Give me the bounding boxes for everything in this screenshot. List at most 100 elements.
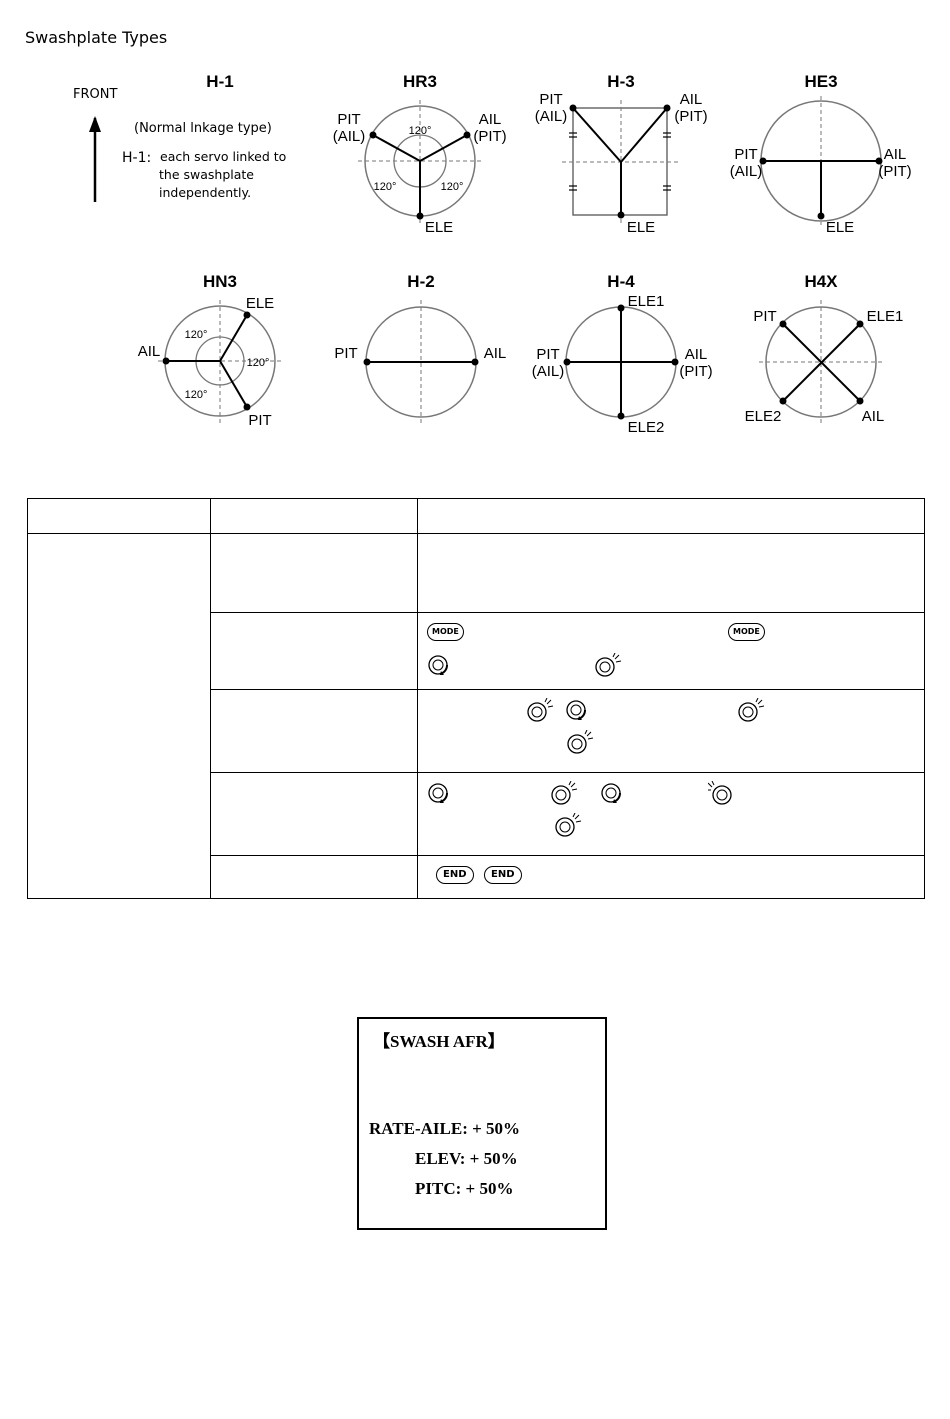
hr3-ail: AIL [479, 111, 502, 128]
hr3-angle-left: 120° [374, 181, 397, 193]
dial-press-icon [708, 781, 732, 805]
diagram-hr3: HR3 PIT (AIL) AIL (PIT) ELE 120° 120° 12… [333, 72, 507, 236]
hn3-ail: AIL [138, 343, 161, 360]
h3-title: H-3 [607, 72, 634, 91]
table-cell-operation [417, 772, 925, 856]
h1-desc-1: each servo linked to [160, 149, 286, 164]
h1-front-label: FRONT [73, 87, 117, 102]
dial-press-icon [738, 698, 765, 722]
diagram-he3: HE3 PIT (AIL) AIL (PIT) ELE [730, 72, 912, 236]
diagram-h2: H-2 PIT AIL [334, 272, 506, 425]
end-button-icon: END [484, 866, 522, 884]
table-cell-operation [417, 689, 925, 773]
h3-pit-sub: (AIL) [535, 108, 568, 125]
dial-turn-icon [428, 655, 449, 675]
front-arrow-head [89, 116, 101, 132]
table-row [28, 689, 925, 773]
h1-desc-3: independently. [159, 185, 251, 200]
diagram-h1: H-1 FRONT (Normal lnkage type) H-1: each… [73, 72, 286, 202]
table-header-cell [27, 498, 211, 534]
h2-pit: PIT [334, 345, 357, 362]
dial-turn-icon [428, 783, 449, 803]
h2-title: H-2 [407, 272, 434, 291]
mode-button-icon: MODE [728, 623, 765, 641]
dial-press-icon [551, 781, 578, 805]
h4-ele2: ELE2 [628, 419, 665, 436]
hr3-angle-top: 120° [409, 125, 432, 137]
table-header-row [27, 498, 925, 534]
hn3-pit: PIT [248, 412, 271, 429]
hn3-ele: ELE [246, 295, 274, 312]
h4x-ele1: ELE1 [867, 308, 904, 325]
hr3-pit: PIT [337, 111, 360, 128]
h4-ail: AIL [685, 346, 708, 363]
dial-press-icon [527, 698, 554, 722]
he3-title: HE3 [804, 72, 837, 91]
hr3-ele: ELE [425, 219, 453, 236]
h3-ail-sub: (PIT) [674, 108, 707, 125]
lcd-elev: ELEV: + 50% [415, 1149, 518, 1168]
dial-press-icon [567, 730, 594, 754]
h1-title: H-1 [206, 72, 233, 91]
diagram-h4: H-4 ELE1 ELE2 PIT (AIL) AIL (PIT) [532, 272, 713, 436]
h4-pit: PIT [536, 346, 559, 363]
he3-pit-sub: (AIL) [730, 163, 763, 180]
lcd-rate-aile: RATE-AILE: + 50% [369, 1119, 521, 1138]
page-heading: Swashplate Types [25, 28, 168, 47]
table-row [27, 533, 925, 899]
hn3-title: HN3 [203, 272, 237, 291]
table-cell-operation: END END [417, 855, 925, 899]
h4x-title: H4X [804, 272, 838, 291]
hr3-pit-sub: (AIL) [333, 128, 366, 145]
table-cell-step [210, 533, 418, 613]
he3-ail: AIL [884, 146, 907, 163]
mode-button-icon: MODE [427, 623, 464, 641]
table-header-cell [210, 498, 418, 534]
hn3-angle-bottom: 120° [185, 389, 208, 401]
table-cell-step [210, 612, 418, 690]
lcd-title: 【SWASH AFR】 [373, 1032, 505, 1051]
hr3-title: HR3 [403, 72, 437, 91]
table-cell-function [27, 533, 211, 899]
lcd-screen: 【SWASH AFR】 RATE-AILE: + 50% ELEV: + 50%… [357, 1017, 607, 1230]
h4-ele1: ELE1 [628, 293, 665, 310]
table-row [28, 772, 925, 856]
he3-ail-sub: (PIT) [878, 163, 911, 180]
h1-note: (Normal lnkage type) [134, 121, 272, 136]
table-header-cell [417, 498, 925, 534]
table-cell-step [210, 855, 418, 899]
h1-desc-key: H-1: [122, 150, 151, 166]
he3-ele: ELE [826, 219, 854, 236]
diagram-hn3: HN3 ELE AIL PIT 120° 120° 120° [138, 272, 284, 429]
table-cell-step [210, 772, 418, 856]
diagram-h3: H-3 PIT (AIL) AIL (PIT) ELE [535, 72, 708, 236]
end-button-icon: END [436, 866, 474, 884]
table-cell-operation: MODE MODE [417, 612, 925, 690]
he3-pit: PIT [734, 146, 757, 163]
h4x-pit: PIT [753, 308, 776, 325]
swashplate-diagrams: H-1 FRONT (Normal lnkage type) H-1: each… [73, 72, 912, 436]
h4-title: H-4 [607, 272, 635, 291]
hn3-angle-top: 120° [185, 329, 208, 341]
table-cell-operation [417, 533, 925, 613]
h3-ele: ELE [627, 219, 655, 236]
h4-pit-sub: (AIL) [532, 363, 565, 380]
h2-ail: AIL [484, 345, 507, 362]
hr3-ail-sub: (PIT) [473, 128, 506, 145]
h1-desc-2: the swashplate [159, 167, 254, 182]
dial-turn-icon [601, 783, 622, 803]
lcd-pitc: PITC: + 50% [415, 1179, 514, 1198]
table-row: END END [28, 855, 925, 899]
hr3-angle-right: 120° [441, 181, 464, 193]
h4x-ele2: ELE2 [745, 408, 782, 425]
h3-ail: AIL [680, 91, 703, 108]
h3-pit: PIT [539, 91, 562, 108]
table-cell-step [210, 689, 418, 773]
dial-turn-icon [566, 700, 587, 720]
diagram-h4x: H4X PIT ELE1 ELE2 AIL [745, 272, 904, 425]
h4x-ail: AIL [862, 408, 885, 425]
dial-press-icon [595, 653, 622, 677]
setting-steps-table: MODE MODE END END [27, 498, 925, 899]
dial-press-icon [555, 813, 582, 837]
hn3-angle-right: 120° [247, 357, 270, 369]
